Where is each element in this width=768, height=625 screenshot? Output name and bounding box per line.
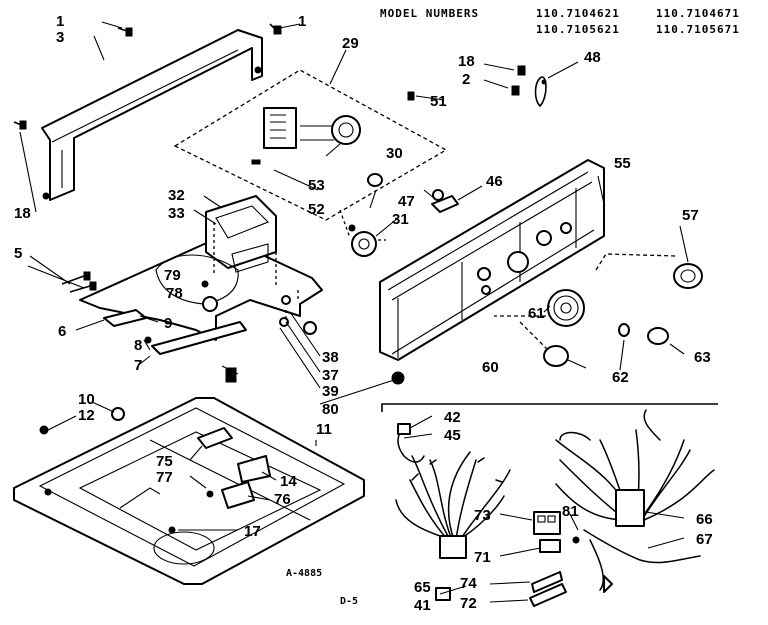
callout-67: 67 bbox=[696, 531, 713, 548]
callout-12: 12 bbox=[78, 407, 95, 424]
callout-31: 31 bbox=[392, 211, 409, 228]
callout-53: 53 bbox=[308, 177, 325, 194]
callout-6: 6 bbox=[58, 323, 66, 340]
callout-65: 65 bbox=[414, 579, 431, 596]
callout-77: 77 bbox=[156, 469, 173, 486]
callout-51: 51 bbox=[430, 93, 447, 110]
callout-17: 17 bbox=[244, 523, 261, 540]
callout-57: 57 bbox=[682, 207, 699, 224]
callout-39: 39 bbox=[322, 383, 339, 400]
callout-37: 37 bbox=[322, 367, 339, 384]
model-numbers-label: MODEL NUMBERS bbox=[380, 7, 479, 20]
wiring-harness-inset bbox=[381, 403, 718, 607]
callout-33: 33 bbox=[168, 205, 185, 222]
callout-71: 71 bbox=[474, 549, 491, 566]
callout-72: 72 bbox=[460, 595, 477, 612]
callout-18a: 18 bbox=[458, 53, 475, 70]
callout-79: 79 bbox=[164, 267, 181, 284]
callout-41: 41 bbox=[414, 597, 431, 614]
knobs bbox=[494, 253, 703, 367]
callout-75: 75 bbox=[156, 453, 173, 470]
callout-81: 81 bbox=[562, 503, 579, 520]
model-number-2: 110.7104671 bbox=[656, 7, 740, 20]
callout-30: 30 bbox=[386, 145, 403, 162]
callout-14: 14 bbox=[280, 473, 297, 490]
callout-55: 55 bbox=[614, 155, 631, 172]
callout-3: 3 bbox=[56, 29, 64, 46]
leader-lines bbox=[19, 21, 689, 603]
model-number-4: 110.7105671 bbox=[656, 23, 740, 36]
page-code: D-5 bbox=[340, 596, 358, 607]
callout-63: 63 bbox=[694, 349, 711, 366]
rear-panel bbox=[13, 23, 282, 201]
callout-9: 9 bbox=[164, 315, 172, 332]
callout-47: 47 bbox=[398, 193, 415, 210]
callout-52: 52 bbox=[308, 201, 325, 218]
callout-45: 45 bbox=[444, 427, 461, 444]
callouts: 1 3 1 29 18 2 48 51 30 53 52 18 32 33 47… bbox=[14, 13, 713, 614]
callout-73: 73 bbox=[474, 507, 491, 524]
callout-38: 38 bbox=[322, 349, 339, 366]
diagram-code: A-4885 bbox=[286, 568, 322, 579]
callout-46: 46 bbox=[486, 173, 503, 190]
callout-60: 60 bbox=[482, 359, 499, 376]
callout-74: 74 bbox=[460, 575, 477, 592]
callout-62: 62 bbox=[612, 369, 629, 386]
callout-76: 76 bbox=[274, 491, 291, 508]
callout-61: 61 bbox=[528, 305, 545, 322]
callout-7: 7 bbox=[134, 357, 142, 374]
control-console bbox=[348, 159, 605, 361]
model-number-1: 110.7104621 bbox=[536, 7, 620, 20]
callout-29: 29 bbox=[342, 35, 359, 52]
callout-18b: 18 bbox=[14, 205, 31, 222]
callout-32: 32 bbox=[168, 187, 185, 204]
callout-48: 48 bbox=[584, 49, 601, 66]
callout-1a: 1 bbox=[56, 13, 64, 30]
timer-assembly bbox=[173, 69, 448, 221]
leader-dashed-lines bbox=[213, 209, 386, 320]
callout-42: 42 bbox=[444, 409, 461, 426]
callout-2: 2 bbox=[462, 71, 470, 88]
top-base-plate bbox=[61, 195, 405, 385]
callout-1b: 1 bbox=[298, 13, 306, 30]
callout-8: 8 bbox=[134, 337, 142, 354]
callout-66: 66 bbox=[696, 511, 713, 528]
model-number-3: 110.7105621 bbox=[536, 23, 620, 36]
callout-10: 10 bbox=[78, 391, 95, 408]
top-panel bbox=[13, 397, 365, 585]
callout-11: 11 bbox=[316, 421, 332, 438]
callout-80: 80 bbox=[322, 401, 339, 418]
callout-5: 5 bbox=[14, 245, 22, 262]
small-hardware-top-right bbox=[511, 65, 547, 108]
callout-78: 78 bbox=[166, 285, 183, 302]
